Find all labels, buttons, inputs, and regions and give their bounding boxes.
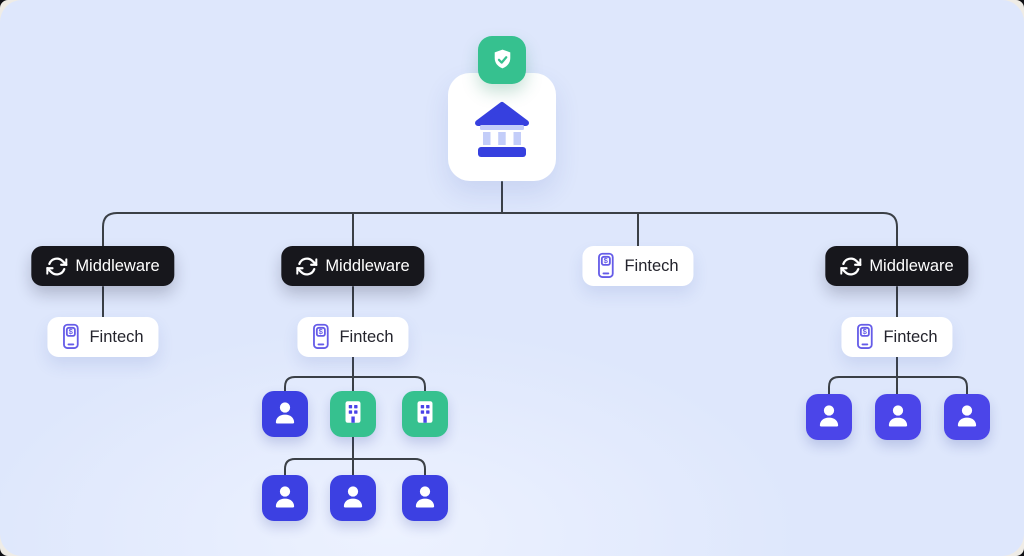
building-icon xyxy=(338,397,368,432)
bank-icon xyxy=(470,93,534,162)
svg-text:$: $ xyxy=(604,256,609,265)
shield-check-icon xyxy=(478,36,526,84)
sync-icon xyxy=(840,256,862,277)
user-node xyxy=(875,394,921,440)
branch2-grandchildren-bar xyxy=(284,458,426,477)
middleware-node-2: Middleware xyxy=(281,246,425,286)
user-node xyxy=(944,394,990,440)
fintech-node-2: $ Fintech xyxy=(297,317,409,357)
user-icon xyxy=(410,481,440,516)
middleware-label: Middleware xyxy=(75,256,160,275)
middleware-node-3: Middleware xyxy=(825,246,969,286)
fintech-node-1: $ Fintech xyxy=(47,317,159,357)
branch2-children-bar xyxy=(284,376,426,393)
middleware-label: Middleware xyxy=(869,256,954,275)
user-node xyxy=(806,394,852,440)
building-node xyxy=(330,391,376,437)
fintech-node-3: $ Fintech xyxy=(582,246,694,286)
svg-text:$: $ xyxy=(69,327,74,336)
building-icon xyxy=(410,397,440,432)
fintech-label: Fintech xyxy=(883,327,938,346)
fintech-label: Fintech xyxy=(624,256,679,275)
level1-bar xyxy=(102,212,898,248)
branch4-children-bar xyxy=(828,376,968,396)
middleware-label: Middleware xyxy=(325,256,410,275)
user-node xyxy=(262,475,308,521)
sync-icon xyxy=(296,256,318,277)
sync-icon xyxy=(46,256,68,277)
fintech-phone-icon: $ xyxy=(312,323,331,352)
svg-text:$: $ xyxy=(863,327,868,336)
user-icon xyxy=(270,397,300,432)
svg-text:$: $ xyxy=(319,327,324,336)
fintech-phone-icon: $ xyxy=(62,323,81,352)
fintech-node-4: $ Fintech xyxy=(841,317,953,357)
fintech-label: Fintech xyxy=(89,327,144,346)
user-icon xyxy=(814,400,844,435)
fintech-phone-icon: $ xyxy=(856,323,875,352)
user-icon xyxy=(270,481,300,516)
user-icon xyxy=(883,400,913,435)
user-node xyxy=(330,475,376,521)
fintech-label: Fintech xyxy=(339,327,394,346)
user-icon xyxy=(338,481,368,516)
fintech-phone-icon: $ xyxy=(597,252,616,281)
bank-node xyxy=(448,73,556,181)
user-node xyxy=(402,475,448,521)
user-node xyxy=(262,391,308,437)
user-icon xyxy=(952,400,982,435)
building-node xyxy=(402,391,448,437)
middleware-node-1: Middleware xyxy=(31,246,175,286)
